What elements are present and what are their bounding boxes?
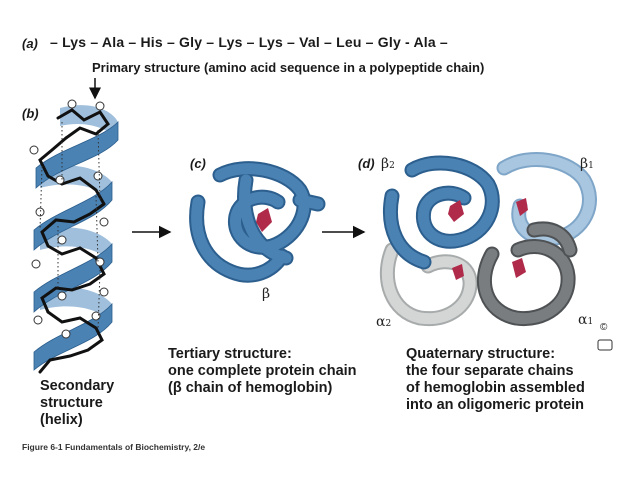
panel-label-d: (d)	[358, 156, 375, 171]
alpha2-chain	[379, 242, 478, 327]
tertiary-structure-caption: Tertiary structure: one complete protein…	[168, 346, 357, 396]
alpha1-label: α1	[578, 312, 594, 328]
figure-caption: Figure 6-1 Fundamentals of Biochemistry,…	[22, 442, 206, 452]
heme-group	[256, 208, 272, 232]
secondary-structure-caption: Secondary structure (helix)	[40, 378, 115, 428]
quaternary-structure-caption: Quaternary structure: the four separate …	[406, 346, 585, 413]
alpha-helix	[29, 99, 119, 374]
beta1-label: β1	[580, 156, 594, 172]
primary-structure-caption: Primary structure (amino acid sequence i…	[92, 60, 485, 75]
panel-label-b: (b)	[22, 106, 39, 121]
seal-icon	[597, 339, 613, 351]
beta-chain-label: β	[262, 286, 271, 302]
beta2-label: β2	[381, 156, 395, 172]
copyright-mark: ©	[600, 322, 608, 333]
tertiary-beta-chain	[189, 161, 326, 283]
beta2-chain	[383, 155, 500, 270]
quaternary-hemoglobin	[379, 152, 597, 327]
panel-label-c: (c)	[190, 156, 206, 171]
panel-label-a: (a)	[22, 36, 38, 51]
alpha2-label: α2	[376, 314, 392, 330]
amino-acid-sequence: – Lys – Ala – His – Gly – Lys – Lys – Va…	[50, 34, 448, 50]
alpha1-chain	[476, 221, 578, 327]
